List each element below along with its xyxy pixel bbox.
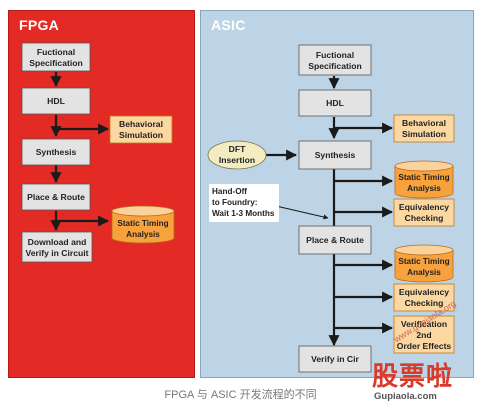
asic-box-hdl: HDL bbox=[298, 89, 372, 117]
asic-box-spec: Fuctional Specification bbox=[298, 44, 372, 76]
fpga-box-download: Download and Verify in Circuit bbox=[21, 231, 93, 263]
fpga-box-place-route: Place & Route bbox=[21, 183, 91, 211]
fpga-download-line1: Download and bbox=[28, 237, 87, 247]
asic-behavioral-line2: Simulation bbox=[402, 129, 446, 139]
fpga-behavioral-line2: Simulation bbox=[119, 130, 163, 140]
asic-verification-line3: Order Effects bbox=[397, 341, 452, 351]
asic-spec-line1: Fuctional bbox=[316, 50, 354, 60]
asic-dft-line2: Insertion bbox=[219, 155, 255, 165]
asic-box-verify: Verify in Cir bbox=[298, 345, 372, 373]
fpga-synthesis-label: Synthesis bbox=[36, 147, 77, 157]
fpga-spec-line1: Fuctional bbox=[37, 47, 75, 57]
asic-spec-line2: Specification bbox=[308, 61, 361, 71]
fpga-behavioral-line1: Behavioral bbox=[119, 119, 163, 129]
fpga-hdl-label: HDL bbox=[47, 96, 65, 106]
asic-verification-line1: Verification bbox=[401, 319, 447, 329]
asic-equiv2-line1: Equivalency bbox=[399, 287, 449, 297]
asic-handoff-line2: to Foundry: bbox=[212, 198, 257, 207]
fpga-title: FPGA bbox=[19, 17, 60, 33]
asic-handoff-note: Hand-Off to Foundry: Wait 1-3 Months bbox=[209, 184, 279, 222]
asic-box-equiv2: Equivalency Checking bbox=[393, 283, 455, 312]
asic-box-behavioral: Behavioral Simulation bbox=[393, 114, 455, 143]
asic-handoff-line3: Wait 1-3 Months bbox=[212, 209, 275, 218]
fpga-box-hdl: HDL bbox=[21, 87, 91, 115]
asic-box-verification: Verification 2nd Order Effects bbox=[393, 315, 455, 354]
asic-equiv1-line1: Equivalency bbox=[399, 202, 449, 212]
asic-cylinder-timing2: Static Timing Analysis bbox=[394, 244, 454, 283]
asic-hdl-label: HDL bbox=[326, 98, 344, 108]
asic-cylinder-timing1: Static Timing Analysis bbox=[394, 160, 454, 199]
fpga-cylinder-timing: Static Timing Analysis bbox=[111, 205, 175, 244]
asic-timing1-line1: Static Timing bbox=[398, 173, 449, 182]
figure-caption: FPGA 与 ASIC 开发流程的不同 bbox=[164, 389, 317, 401]
asic-timing2-line1: Static Timing bbox=[398, 257, 449, 266]
fpga-place-route-label: Place & Route bbox=[27, 192, 85, 202]
asic-oval-dft: DFT Insertion bbox=[207, 140, 267, 170]
fpga-download-line2: Verify in Circuit bbox=[25, 248, 88, 258]
asic-verification-line2: 2nd bbox=[416, 330, 431, 340]
asic-timing2-line2: Analysis bbox=[407, 268, 441, 277]
asic-behavioral-line1: Behavioral bbox=[402, 118, 446, 128]
asic-equiv2-line2: Checking bbox=[405, 298, 444, 308]
asic-box-equiv1: Equivalency Checking bbox=[393, 198, 455, 227]
asic-handoff-pointer bbox=[275, 205, 329, 220]
asic-equiv1-line2: Checking bbox=[405, 213, 444, 223]
asic-box-synthesis: Synthesis bbox=[298, 140, 372, 170]
fpga-timing-line2: Analysis bbox=[126, 230, 160, 239]
asic-box-place-route: Place & Route bbox=[298, 225, 372, 255]
asic-verify-label: Verify in Cir bbox=[311, 354, 359, 364]
fpga-box-spec: Fuctional Specification bbox=[21, 42, 91, 72]
asic-synthesis-label: Synthesis bbox=[315, 150, 356, 160]
asic-place-route-label: Place & Route bbox=[306, 235, 364, 245]
fpga-spec-line2: Specification bbox=[29, 58, 82, 68]
fpga-timing-line1: Static Timing bbox=[117, 219, 168, 228]
fpga-box-synthesis: Synthesis bbox=[21, 138, 91, 166]
asic-handoff-line1: Hand-Off bbox=[212, 187, 247, 196]
watermark-url: Gupiaola.com bbox=[374, 391, 437, 402]
asic-title: ASIC bbox=[211, 17, 246, 33]
watermark-logo: 股票啦 bbox=[372, 361, 454, 391]
fpga-box-behavioral: Behavioral Simulation bbox=[109, 115, 173, 144]
asic-timing1-line2: Analysis bbox=[407, 184, 441, 193]
asic-dft-line1: DFT bbox=[229, 144, 246, 154]
